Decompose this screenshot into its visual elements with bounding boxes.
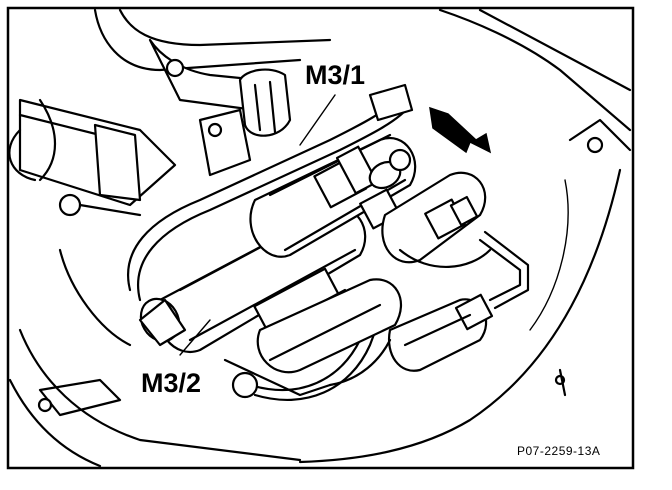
bolt-icon — [37, 397, 53, 413]
filler-neck — [8, 98, 177, 217]
arrow-icon — [429, 106, 492, 154]
pump-terminal-icon — [388, 148, 412, 172]
label-m3-1: M3/1 — [305, 60, 365, 90]
fuel-filter — [381, 171, 494, 372]
figure-code: P07-2259-13A — [517, 444, 600, 458]
diagram-border — [6, 6, 635, 470]
clamp-icon — [58, 193, 82, 217]
fuel-lines — [127, 83, 530, 402]
leader-line-m3-1 — [299, 94, 336, 146]
bolt-icon — [586, 136, 604, 154]
fuel-pump-m3-1 — [249, 133, 417, 258]
line-fitting-icon — [231, 371, 259, 399]
screw-icon — [165, 58, 185, 78]
nut-icon — [207, 122, 223, 138]
mounting-bracket — [148, 38, 292, 177]
pump-carrier — [37, 278, 567, 417]
leader-line-m3-2 — [179, 319, 211, 356]
body-panel-outline — [8, 8, 632, 468]
label-m3-2: M3/2 — [141, 368, 201, 398]
